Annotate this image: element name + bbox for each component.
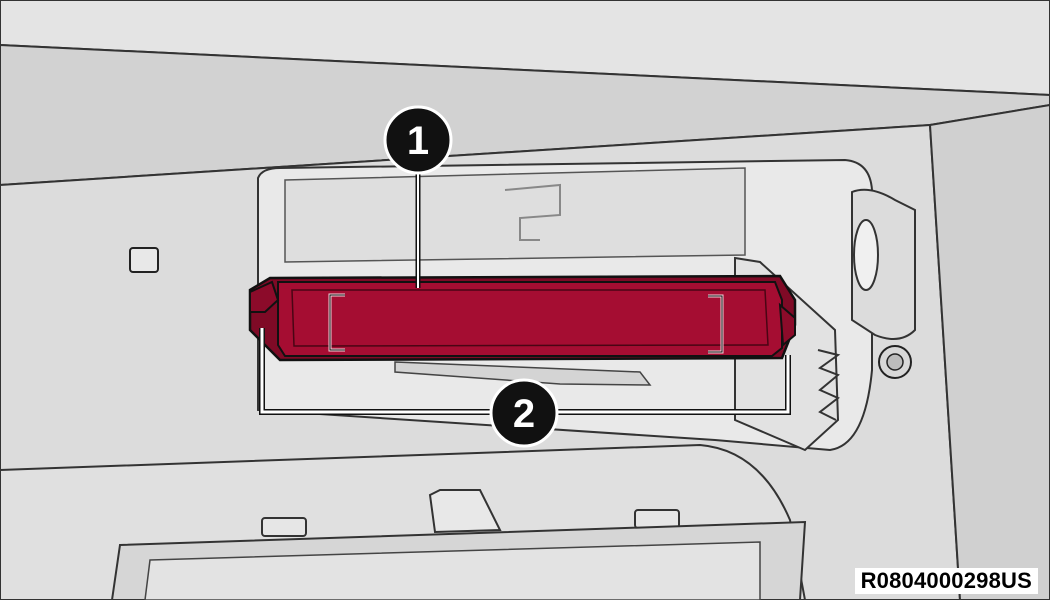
side-trim <box>928 103 1050 600</box>
housing-back-wall <box>284 167 746 263</box>
callout-1: 1 <box>383 105 453 175</box>
callout-2: 2 <box>489 378 559 448</box>
filter-cover-face <box>291 289 769 347</box>
door-clip-left <box>261 517 307 537</box>
cover-bracket-right-outline <box>708 295 723 353</box>
damper-pin-head <box>886 353 904 371</box>
cover-tab-right <box>778 302 796 348</box>
upper-dash-panel <box>0 0 1050 97</box>
housing-rib <box>504 183 561 241</box>
callout-1-circle <box>383 105 453 175</box>
trim-clip <box>129 247 159 273</box>
cover-bracket-left-outline <box>329 294 345 351</box>
reference-code: R0804000298US <box>854 568 1038 594</box>
callout-1-number: 1 <box>407 119 429 163</box>
callout-2-circle <box>489 378 559 448</box>
door-inner <box>144 541 761 600</box>
hinge-teeth <box>817 349 841 421</box>
door-bump <box>428 489 502 534</box>
door-clip-right <box>634 509 680 529</box>
stop-knob <box>853 219 879 291</box>
cover-tab-left <box>249 280 280 313</box>
housing-tray <box>394 361 652 386</box>
callout-2-number: 2 <box>513 392 535 436</box>
